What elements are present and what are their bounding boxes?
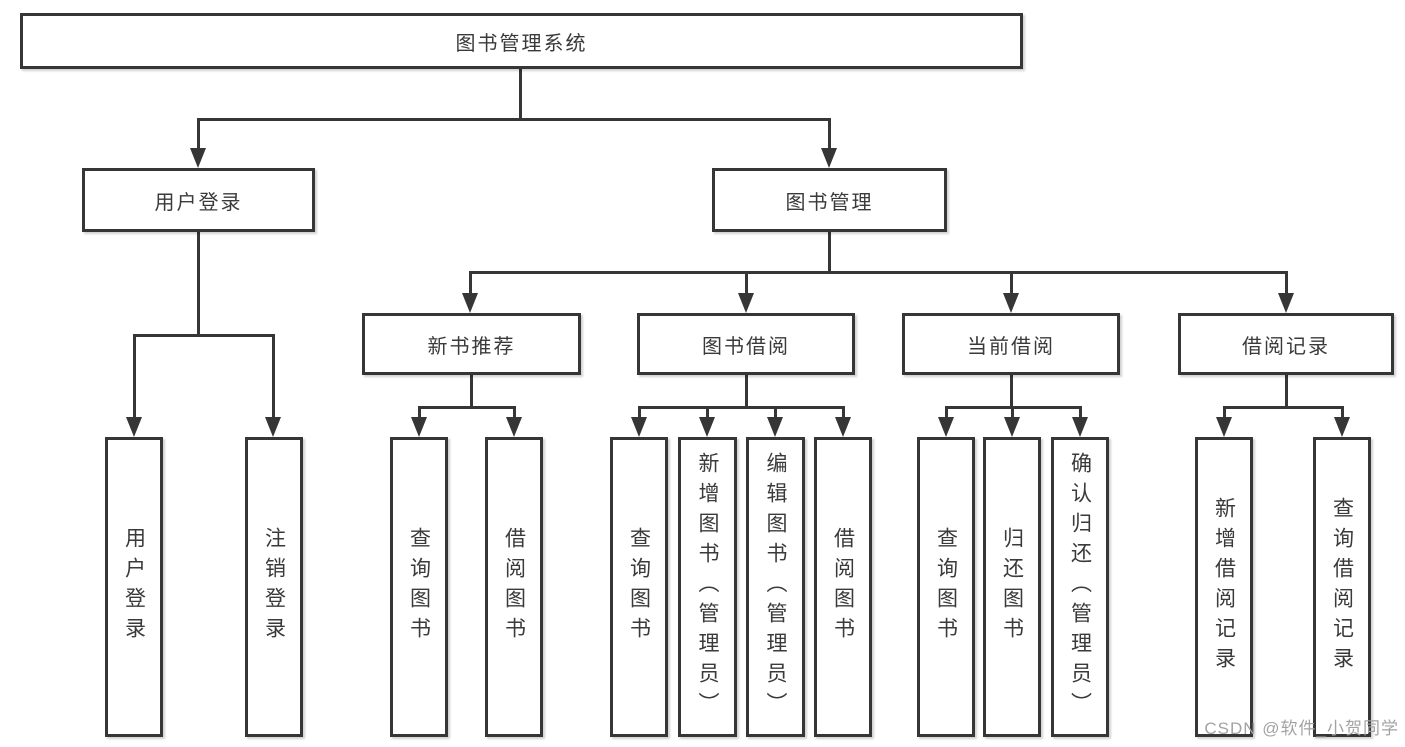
connector-arrow-stem xyxy=(1010,271,1013,295)
connector-arrow-stem xyxy=(1223,406,1226,420)
leaf-label: 新增借阅记录 xyxy=(1212,497,1236,677)
leaf-logout: 注销登录 xyxy=(245,437,303,737)
leaf-confirm-return-admin: 确认归还（管理员） xyxy=(1051,437,1109,737)
connector-arrow-stem xyxy=(197,118,200,154)
connector-borrowrecords-stem xyxy=(1285,375,1288,409)
connector-arrow-stem xyxy=(842,406,845,420)
connector-newbooks-rail xyxy=(418,406,516,409)
connector-arrow-stem xyxy=(1079,406,1082,420)
leaf-query-borrow-record: 查询借阅记录 xyxy=(1313,437,1371,737)
arrow-down-icon xyxy=(265,417,281,437)
leaf-borrow-books-1: 借阅图书 xyxy=(485,437,543,737)
arrow-down-icon xyxy=(462,293,478,313)
connector-arrow-stem xyxy=(418,406,421,420)
leaf-label: 查询借阅记录 xyxy=(1330,497,1354,677)
connector-arrow-stem xyxy=(638,406,641,420)
connector-arrow-stem xyxy=(828,118,831,154)
node-root-label: 图书管理系统 xyxy=(455,32,588,55)
connector-arrow-stem xyxy=(272,334,275,419)
leaf-edit-books-admin: 编辑图书（管理员） xyxy=(746,437,805,737)
connector-arrow-stem xyxy=(1011,406,1014,420)
connector-arrow-stem xyxy=(774,406,777,420)
connector-userlogin-stem xyxy=(197,232,200,337)
connector-bookmgmt-rail xyxy=(469,271,1287,274)
arrow-down-icon xyxy=(506,417,522,437)
leaf-label: 新增图书（管理员） xyxy=(696,452,719,722)
node-book-borrow: 图书借阅 xyxy=(637,313,855,375)
arrow-down-icon xyxy=(190,148,206,168)
leaf-add-borrow-record: 新增借阅记录 xyxy=(1195,437,1253,737)
leaf-label: 查询图书 xyxy=(627,527,651,647)
node-book-mgmt: 图书管理 xyxy=(712,168,947,232)
arrow-down-icon xyxy=(631,417,647,437)
csdn-watermark: CSDN @软件_小贺同学 xyxy=(1204,719,1399,738)
arrow-down-icon xyxy=(1003,293,1019,313)
connector-bookmgmt-stem xyxy=(828,232,831,274)
arrow-down-icon xyxy=(699,417,715,437)
connector-root-rail xyxy=(197,118,831,121)
connector-newbooks-stem xyxy=(470,375,473,409)
connector-bookborrow-stem xyxy=(745,375,748,409)
arrow-down-icon xyxy=(1004,417,1020,437)
leaf-label: 查询图书 xyxy=(407,527,431,647)
arrow-down-icon xyxy=(738,293,754,313)
arrow-down-icon xyxy=(411,417,427,437)
arrow-down-icon xyxy=(1072,417,1088,437)
node-user-login: 用户登录 xyxy=(82,168,315,232)
leaf-label: 查询图书 xyxy=(934,527,958,647)
leaf-label: 确认归还（管理员） xyxy=(1068,452,1092,722)
leaf-label: 编辑图书（管理员） xyxy=(764,452,787,722)
leaf-query-books-1: 查询图书 xyxy=(390,437,448,737)
connector-arrow-stem xyxy=(469,271,472,295)
leaf-return-books: 归还图书 xyxy=(983,437,1041,737)
arrow-down-icon xyxy=(767,417,783,437)
connector-bookborrow-rail xyxy=(638,406,845,409)
leaf-label: 用户登录 xyxy=(122,527,146,647)
node-new-books: 新书推荐 xyxy=(362,313,581,375)
node-user-login-label: 用户登录 xyxy=(154,191,243,214)
arrow-down-icon xyxy=(126,417,142,437)
connector-arrow-stem xyxy=(133,334,136,419)
node-current-borrow-label: 当前借阅 xyxy=(967,335,1055,358)
arrow-down-icon xyxy=(821,148,837,168)
connector-borrowrecords-rail xyxy=(1223,406,1344,409)
leaf-borrow-books-2: 借阅图书 xyxy=(814,437,872,737)
connector-arrow-stem xyxy=(1285,271,1288,295)
node-borrow-records-label: 借阅记录 xyxy=(1242,335,1330,358)
node-borrow-records: 借阅记录 xyxy=(1178,313,1394,375)
node-new-books-label: 新书推荐 xyxy=(427,335,516,358)
leaf-label: 注销登录 xyxy=(262,527,286,647)
connector-userlogin-rail xyxy=(133,334,274,337)
arrow-down-icon xyxy=(1216,417,1232,437)
arrow-down-icon xyxy=(1334,417,1350,437)
node-book-borrow-label: 图书借阅 xyxy=(702,335,790,358)
node-current-borrow: 当前借阅 xyxy=(902,313,1120,375)
leaf-label: 借阅图书 xyxy=(831,527,855,647)
leaf-user-login: 用户登录 xyxy=(105,437,163,737)
leaf-query-books-2: 查询图书 xyxy=(610,437,668,737)
connector-arrow-stem xyxy=(745,271,748,295)
arrow-down-icon xyxy=(938,417,954,437)
connector-root-stem xyxy=(519,69,522,120)
node-root: 图书管理系统 xyxy=(20,13,1023,69)
node-book-mgmt-label: 图书管理 xyxy=(785,191,874,214)
leaf-label: 借阅图书 xyxy=(502,527,526,647)
connector-arrow-stem xyxy=(513,406,516,420)
connector-arrow-stem xyxy=(945,406,948,420)
leaf-query-books-3: 查询图书 xyxy=(917,437,975,737)
leaf-label: 归还图书 xyxy=(1000,527,1024,647)
arrow-down-icon xyxy=(835,417,851,437)
connector-arrow-stem xyxy=(1341,406,1344,420)
connector-arrow-stem xyxy=(706,406,709,420)
leaf-add-books-admin: 新增图书（管理员） xyxy=(678,437,737,737)
connector-currentborrow-stem xyxy=(1010,375,1013,409)
arrow-down-icon xyxy=(1278,293,1294,313)
